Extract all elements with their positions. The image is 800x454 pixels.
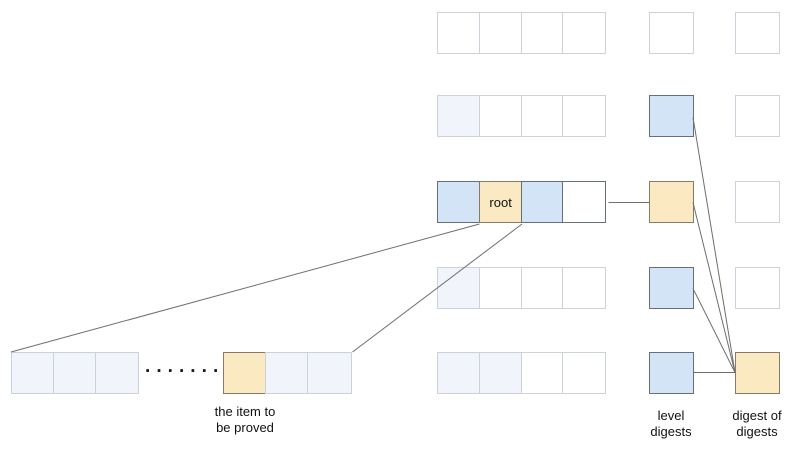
row-5-cell-1	[437, 352, 481, 394]
item-row-right-cell-3	[307, 352, 352, 394]
digest-column-cell-row-1	[735, 12, 780, 54]
ellipsis-dots: ········	[145, 361, 236, 382]
item-row-left-cell-1	[11, 352, 55, 394]
row-3-cell-3	[520, 181, 565, 223]
item-caption-line2: be proved	[216, 419, 274, 435]
level-digests-caption-line1: level	[657, 408, 685, 423]
level-digest-cell-row-2	[649, 95, 694, 137]
item-caption: the item to be proved	[175, 404, 315, 435]
level-digest-cell-row-1	[649, 12, 694, 54]
row-2-cell-4	[562, 95, 606, 137]
row-5-cell-3	[520, 352, 565, 394]
row-4-cell-1	[437, 267, 481, 309]
row-3-cell-2: root	[478, 181, 523, 223]
row-2-cell-3	[520, 95, 565, 137]
row-4-cell-4	[562, 267, 606, 309]
row-1-cell-4	[562, 12, 606, 54]
item-row-left-cell-2	[53, 352, 97, 394]
item-caption-line1: the item to	[214, 404, 276, 419]
root-cell-label: root	[489, 194, 512, 210]
level-digests-caption: level digests	[631, 408, 711, 439]
row-4-cell-2	[478, 267, 523, 309]
digest-column-cell-row-3	[735, 181, 780, 223]
row-4-cell-3	[520, 267, 565, 309]
digest-column-cell-row-2	[735, 95, 780, 137]
row-2-cell-2	[478, 95, 523, 137]
line-level-digest-3-to-digest-of-digests	[692, 202, 736, 373]
item-row-right-cell-2	[265, 352, 310, 394]
row-2-cell-1	[437, 95, 481, 137]
row-1-cell-3	[520, 12, 565, 54]
row-1-cell-1	[437, 12, 481, 54]
row-1-cell-2	[478, 12, 523, 54]
item-to-be-proved-cell	[223, 352, 268, 394]
line-root-to-item-row-left	[10, 223, 480, 353]
digest-column-cell-row-5	[735, 352, 780, 394]
level-digest-cell-row-3	[649, 181, 694, 223]
digest-of-digests-caption: digest of digests	[717, 408, 797, 439]
item-row-left-cell-3	[95, 352, 139, 394]
row-3-cell-1	[437, 181, 481, 223]
digest-column-cell-row-4	[735, 267, 780, 309]
line-level-digest-4-to-digest-of-digests	[692, 288, 736, 373]
level-digest-cell-row-4	[649, 267, 694, 309]
row-5-cell-2	[478, 352, 523, 394]
digest-of-digests-caption-line1: digest of	[732, 408, 782, 423]
digest-of-digests-caption-line2: digests	[736, 423, 778, 439]
row-5-cell-4	[562, 352, 606, 394]
line-level-digest-2-to-digest-of-digests	[692, 117, 736, 373]
level-digests-caption-line2: digests	[650, 423, 692, 439]
level-digest-cell-row-5	[649, 352, 694, 394]
row-3-cell-4	[562, 181, 606, 223]
